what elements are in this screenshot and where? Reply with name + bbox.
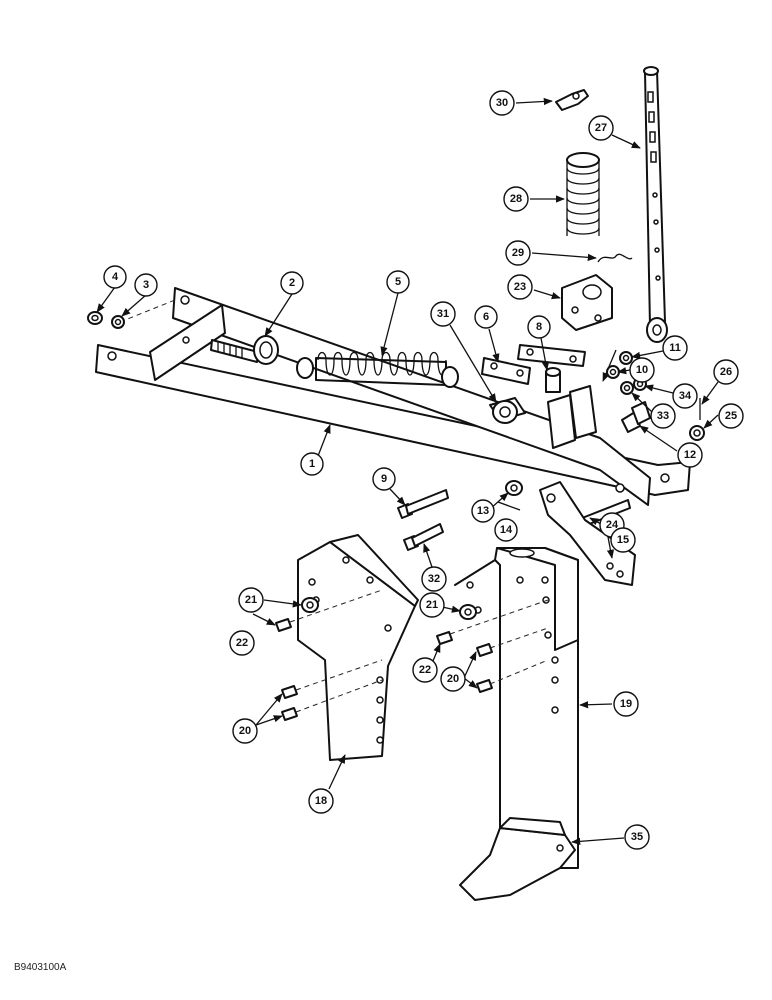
nut [87,311,103,325]
svg-text:15: 15 [617,534,629,546]
adjustment-rod [643,66,668,343]
svg-text:4: 4 [112,271,119,283]
callout-33: 33 [650,403,676,429]
svg-text:10: 10 [636,364,648,376]
sleeve [545,367,561,393]
svg-text:21: 21 [426,599,438,611]
svg-text:11: 11 [669,342,681,354]
svg-text:28: 28 [510,193,522,205]
pivot-plates [481,344,597,449]
svg-text:21: 21 [245,594,257,606]
callout-31: 31 [430,301,456,327]
svg-text:35: 35 [631,831,643,843]
svg-text:24: 24 [606,519,619,531]
left-hardware [275,589,383,721]
bolt-short [397,489,449,519]
cotter-pin [497,501,521,511]
svg-text:18: 18 [315,795,327,807]
callout-26: 26 [713,359,739,385]
svg-text:26: 26 [720,366,732,378]
callout-35: 35 [624,824,650,850]
svg-text:14: 14 [500,524,513,536]
svg-text:2: 2 [289,277,295,289]
callout-2: 2 [280,271,304,295]
callout-32: 32 [421,566,447,592]
callout-11: 11 [662,335,688,361]
rod-bracket [561,274,613,331]
callout-30: 30 [489,90,515,116]
compression-spring [566,152,600,236]
svg-text:22: 22 [236,637,248,649]
callout-21-right: 21 [419,592,445,618]
left-shank [297,534,419,761]
right-shank [454,547,579,869]
callout-12: 12 [677,442,703,468]
bushing [489,397,526,424]
svg-text:8: 8 [536,321,542,333]
link-plate [539,481,636,586]
callout-34: 34 [672,383,698,409]
flat-washer [505,480,523,496]
svg-text:19: 19 [620,698,632,710]
callout-20-left: 20 [232,718,258,744]
svg-text:20: 20 [239,725,251,737]
hairpin-clip [555,89,589,111]
svg-text:25: 25 [725,410,737,422]
callout-27: 27 [588,115,614,141]
callout-3: 3 [134,273,158,297]
callout-13: 13 [471,499,495,523]
svg-text:5: 5 [395,276,401,288]
callout-1: 1 [300,452,324,476]
svg-text:22: 22 [419,664,431,676]
svg-text:33: 33 [657,410,669,422]
callout-23: 23 [507,274,533,300]
svg-text:31: 31 [437,308,449,320]
callout-8: 8 [527,315,551,339]
svg-text:12: 12 [684,449,696,461]
shank-point [459,817,576,901]
svg-text:6: 6 [483,311,489,323]
svg-text:20: 20 [447,673,459,685]
figure-code: B9403100A [14,962,67,973]
callout-29: 29 [505,240,531,266]
svg-text:27: 27 [595,122,607,134]
right-hardware [436,599,549,693]
callout-4: 4 [103,265,127,289]
svg-text:1: 1 [309,458,315,470]
washer [111,315,125,329]
frame-beam [95,287,691,506]
callout-5: 5 [386,270,410,294]
callout-25: 25 [718,403,744,429]
callout-22-left: 22 [229,630,255,656]
callout-6: 6 [474,305,498,329]
callout-labels: 30 27 28 29 23 4 3 2 5 31 6 8 11 10 26 3… [103,90,744,850]
svg-text:9: 9 [381,473,387,485]
svg-text:29: 29 [512,247,524,259]
spring-clip [597,253,633,263]
callout-18: 18 [308,788,334,814]
svg-text:34: 34 [679,390,692,402]
leader-lines [96,97,719,846]
callout-19: 19 [613,691,639,717]
callout-21-left: 21 [238,587,264,613]
svg-text:23: 23 [514,281,526,293]
svg-text:13: 13 [477,505,489,517]
svg-text:32: 32 [428,573,440,585]
callout-28: 28 [503,186,529,212]
callout-14: 14 [494,518,518,542]
extension-spring [296,351,459,388]
callout-22-right: 22 [412,657,438,683]
svg-text:3: 3 [143,279,149,291]
eye-bolt [210,335,279,365]
bolt-long [403,523,444,551]
callout-10: 10 [629,357,655,383]
callout-20-right: 20 [440,666,466,692]
callout-9: 9 [372,467,396,491]
svg-text:30: 30 [496,97,508,109]
small-hardware [606,351,705,441]
callout-15: 15 [610,527,636,553]
